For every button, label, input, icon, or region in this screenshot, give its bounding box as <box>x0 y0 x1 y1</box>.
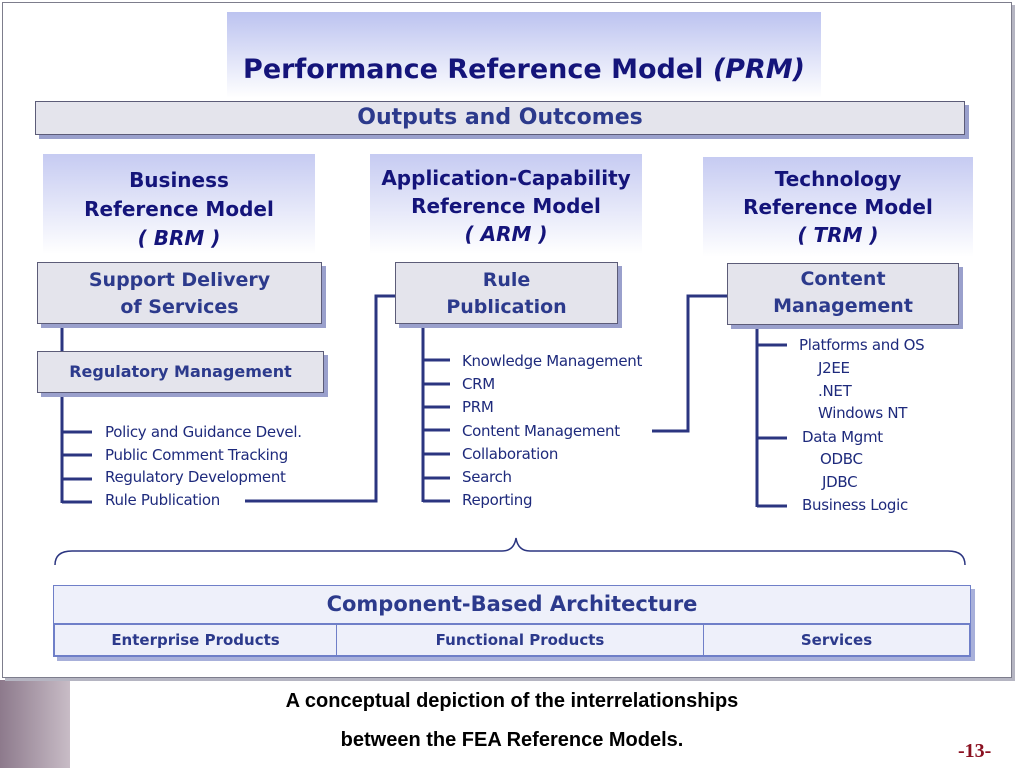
trm-header-line1: Technology <box>774 167 902 191</box>
brm-item-list: Policy and Guidance Devel. Public Commen… <box>105 421 302 511</box>
list-item: Content Management <box>462 421 620 440</box>
trm-header-line2: Reference Model <box>743 195 933 219</box>
list-item: Knowledge Management <box>462 352 643 370</box>
title-banner <box>227 12 821 98</box>
support-delivery-line1: Support Delivery <box>88 269 271 291</box>
list-item: Regulatory Development <box>105 468 286 487</box>
list-item: Policy and Guidance Devel. <box>105 423 302 441</box>
cba-cell-functional: Functional Products <box>336 624 704 656</box>
cba-block: Component-Based Architecture Enterprise … <box>53 585 971 657</box>
trm-header: Technology Reference Model ( TRM ) <box>703 157 973 257</box>
list-item: .NET <box>818 382 852 400</box>
caption-line2: between the FEA Reference Models. <box>340 729 684 751</box>
arm-header-line2: Reference Model <box>411 194 601 218</box>
brm-header-line3: ( BRM ) <box>137 226 221 250</box>
content-management-line1: Content <box>800 268 886 290</box>
rule-publication-line1: Rule <box>482 269 531 291</box>
caption-line1: A conceptual depiction of the interrelat… <box>285 690 739 712</box>
list-item: Platforms and OS <box>799 336 925 354</box>
title-abbr: (PRM) <box>712 54 805 85</box>
arm-header: Application-Capability Reference Model (… <box>370 154 642 254</box>
regulatory-management-box: Regulatory Management <box>37 351 324 393</box>
cba-cell-enterprise: Enterprise Products <box>54 624 337 656</box>
page-title: Performance Reference Model (PRM) <box>227 54 821 85</box>
rule-publication-line2: Publication <box>446 296 567 318</box>
list-item: Collaboration <box>462 444 559 463</box>
list-item: Windows NT <box>818 404 908 422</box>
cba-cell-services: Services <box>703 624 970 656</box>
cba-table: Enterprise Products Functional Products … <box>54 624 970 656</box>
arm-item-list: Knowledge Management CRM PRM Content Man… <box>462 350 642 512</box>
content-management-line2: Management <box>773 295 913 317</box>
outputs-outcomes-label: Outputs and Outcomes <box>357 105 643 130</box>
support-delivery-box: Support Delivery of Services <box>37 262 322 324</box>
brm-header: Business Reference Model ( BRM ) <box>43 154 315 254</box>
cba-title: Component-Based Architecture <box>54 586 970 624</box>
list-item: JDBC <box>822 473 858 491</box>
brm-header-line1: Business <box>129 168 229 192</box>
list-item: Data Mgmt <box>802 428 883 446</box>
page-number: -13- <box>958 740 992 762</box>
list-item: Search <box>462 468 512 487</box>
list-item: Public Comment Tracking <box>105 445 288 464</box>
regulatory-management-label: Regulatory Management <box>69 362 292 381</box>
list-item: CRM <box>462 375 495 394</box>
outputs-outcomes-bar: Outputs and Outcomes <box>35 101 965 135</box>
grouping-brace <box>54 537 966 566</box>
arm-header-line1: Application-Capability <box>381 166 631 190</box>
arm-header-line3: ( ARM ) <box>464 222 548 246</box>
title-main: Performance Reference Model <box>243 54 704 85</box>
list-item: ODBC <box>820 450 863 468</box>
rule-publication-box: Rule Publication <box>395 262 618 324</box>
support-delivery-line2: of Services <box>120 296 239 318</box>
content-management-box: Content Management <box>727 263 959 325</box>
list-item: PRM <box>462 398 494 417</box>
list-item: J2EE <box>818 359 850 377</box>
list-item: Business Logic <box>802 496 908 514</box>
sidebar-decoration <box>0 680 70 768</box>
list-item: Rule Publication <box>105 490 220 509</box>
list-item: Reporting <box>462 491 533 510</box>
brm-header-line2: Reference Model <box>84 197 274 221</box>
trm-header-line3: ( TRM ) <box>797 223 879 247</box>
